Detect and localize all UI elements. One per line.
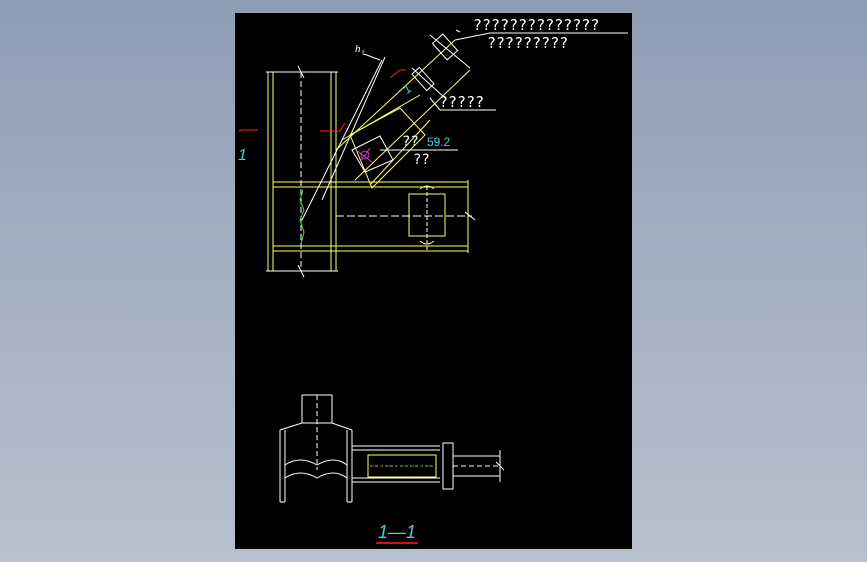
weld-size-label: h [355,43,361,55]
drawing-sheet [235,13,632,549]
reference-lines [301,53,386,221]
section-title: 1—1 [378,522,416,542]
column [266,65,338,278]
bolt-note: ????? [439,93,484,111]
column-weld [299,189,305,245]
weld-size-sub: f [362,49,365,57]
section-column [279,394,353,503]
elevation-view [239,29,476,278]
section-mark: 1 [238,147,247,164]
section-beam [352,445,440,483]
top-note-line1: ?????????????? [473,16,599,34]
red-marks [239,69,406,132]
section-end-plate [442,442,505,490]
weld-note-value: 59.2 [427,135,451,149]
beam [273,180,476,253]
weld-note-prefix: ?? [402,134,419,150]
section-1-1-view [279,394,505,503]
note-leaders [380,32,628,151]
weld-note-line2: ?? [413,152,430,168]
top-note-line2: ????????? [487,34,568,52]
beam-splice-plate [408,185,446,250]
gusset-bolts [355,147,373,163]
brace-splice [411,29,471,99]
diagonal-brace [335,39,471,189]
